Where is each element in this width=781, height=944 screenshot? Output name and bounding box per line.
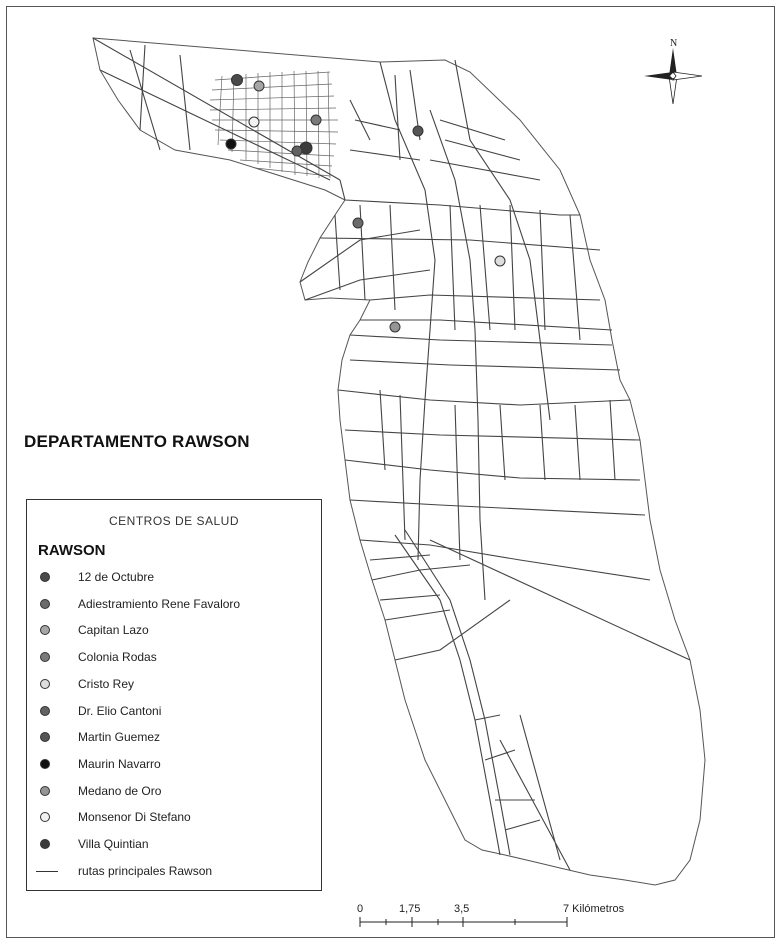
legend-item: Maurin Navarro bbox=[38, 755, 161, 773]
health-center-dot-icon bbox=[38, 810, 52, 824]
legend-item-label: Colonia Rodas bbox=[78, 650, 157, 665]
legend-item-label: Maurin Navarro bbox=[78, 756, 161, 771]
legend-subtitle: RAWSON bbox=[38, 542, 106, 559]
legend-item-label: Villa Quintian bbox=[78, 837, 149, 851]
main-roads bbox=[92, 37, 691, 871]
health-center-cristo-rey bbox=[494, 255, 506, 267]
legend-item-label: Monsenor Di Stefano bbox=[78, 810, 191, 825]
legend-item: rutas principales Rawson bbox=[36, 862, 213, 880]
legend-item-label: Medano de Oro bbox=[78, 783, 162, 798]
legend-title: CENTROS DE SALUD bbox=[108, 514, 240, 528]
legend-item: Cristo Rey bbox=[38, 675, 134, 693]
legend-item: Martin Guemez bbox=[38, 728, 160, 746]
health-center-dot-icon bbox=[38, 650, 52, 664]
legend-item: Capitan Lazo bbox=[38, 621, 149, 639]
legend-item-label: Capitan Lazo bbox=[78, 623, 149, 638]
department-boundary bbox=[92, 37, 706, 886]
health-center-dot-icon bbox=[38, 837, 52, 851]
department-title: DEPARTAMENTO RAWSON bbox=[24, 432, 250, 451]
scale-label-0: 0 bbox=[357, 903, 364, 915]
health-center-monsenor-di-stefano bbox=[248, 116, 260, 128]
legend-item: Colonia Rodas bbox=[38, 648, 157, 666]
legend-item-label: Adiestramiento Rene Favaloro bbox=[78, 596, 241, 611]
legend-item-label: rutas principales Rawson bbox=[78, 863, 213, 878]
health-center-dot-icon bbox=[38, 597, 52, 611]
health-center-dot-icon bbox=[38, 677, 52, 691]
health-center-maurin-navarro bbox=[225, 138, 237, 150]
health-center-medano-de-oro bbox=[389, 321, 401, 333]
north-label: N bbox=[670, 38, 678, 49]
legend-item-label: Martin Guemez bbox=[78, 730, 161, 745]
legend-item: Medano de Oro bbox=[38, 782, 161, 800]
health-center-12-de-octubre bbox=[231, 74, 243, 86]
health-centers bbox=[225, 74, 506, 333]
health-center-dot-icon bbox=[38, 570, 52, 584]
health-center-dot-icon bbox=[38, 784, 52, 798]
legend-item-label: Cristo Rey bbox=[78, 676, 135, 691]
legend-item: Dr. Elio Cantoni bbox=[38, 702, 161, 720]
health-center-adiestramiento-rene-favaloro bbox=[352, 217, 364, 229]
health-center-dot-icon bbox=[38, 623, 52, 637]
legend-item-label: 12 de Octubre bbox=[78, 570, 155, 584]
health-center-dr-elio-cantoni bbox=[291, 145, 303, 157]
legend-item-label: Dr. Elio Cantoni bbox=[78, 703, 162, 718]
map-frame bbox=[6, 6, 775, 938]
health-center-dot-icon bbox=[38, 730, 52, 744]
north-arrow-icon bbox=[644, 48, 703, 105]
legend-item: Monsenor Di Stefano bbox=[38, 808, 191, 826]
scale-label-3: 7 Kilómetros bbox=[563, 903, 625, 915]
health-center-dot-icon bbox=[38, 704, 52, 718]
scale-label-2: 3,5 bbox=[454, 903, 470, 915]
health-center-martin-guemez bbox=[412, 125, 424, 137]
legend-item: Villa Quintian bbox=[38, 835, 149, 853]
health-center-dot-icon bbox=[38, 757, 52, 771]
scale-bar bbox=[359, 917, 568, 927]
scale-label-1: 1,75 bbox=[399, 903, 421, 915]
legend-item: Adiestramiento Rene Favaloro bbox=[38, 595, 240, 613]
health-center-colonia-rodas bbox=[310, 114, 322, 126]
road-line-icon bbox=[36, 864, 58, 878]
legend-item: 12 de Octubre bbox=[38, 568, 154, 586]
health-center-capitan-lazo bbox=[253, 80, 265, 92]
